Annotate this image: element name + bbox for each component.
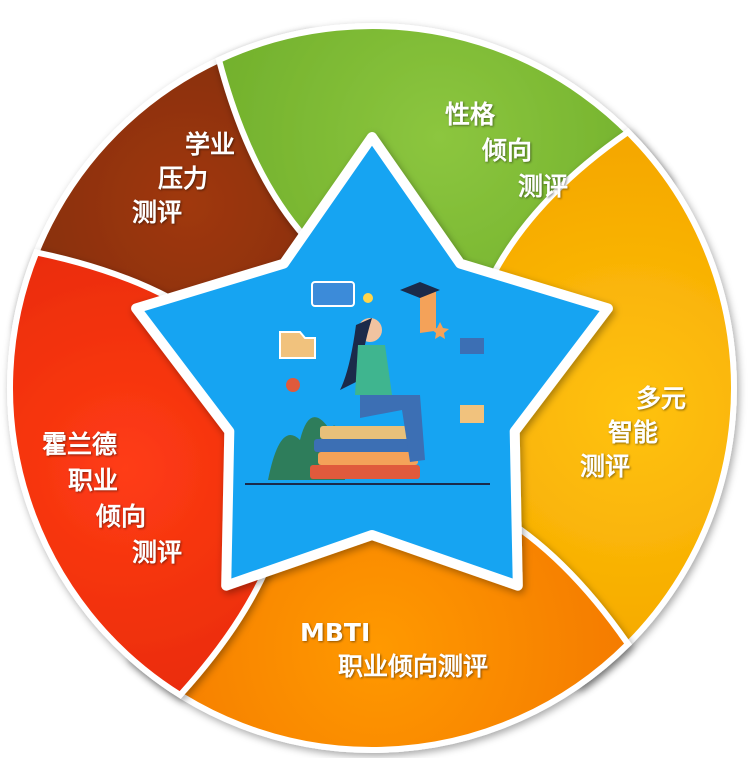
segment-label-academic-stress: 学业: [185, 130, 236, 159]
segment-label-academic-stress: 测评: [132, 198, 183, 227]
segment-label-holland: 霍兰德: [42, 430, 118, 459]
segment-label-mbti: MBTI: [300, 618, 371, 647]
segment-label-multiple-intelligence: 多元: [636, 384, 687, 413]
segment-label-personality: 测评: [518, 172, 569, 201]
segment-label-multiple-intelligence: 测评: [580, 452, 631, 481]
segment-label-holland: 职业: [68, 466, 119, 495]
segment-label-multiple-intelligence: 智能: [608, 418, 659, 447]
segment-label-holland: 倾向: [96, 502, 147, 531]
segment-label-holland: 测评: [132, 538, 183, 567]
segment-label-personality: 性格: [445, 100, 496, 129]
segment-label-academic-stress: 压力: [158, 164, 209, 193]
segment-label-personality: 倾向: [482, 136, 533, 165]
student-laptop-illustration: [245, 281, 490, 485]
segment-label-mbti: 职业倾向测评: [338, 652, 489, 681]
